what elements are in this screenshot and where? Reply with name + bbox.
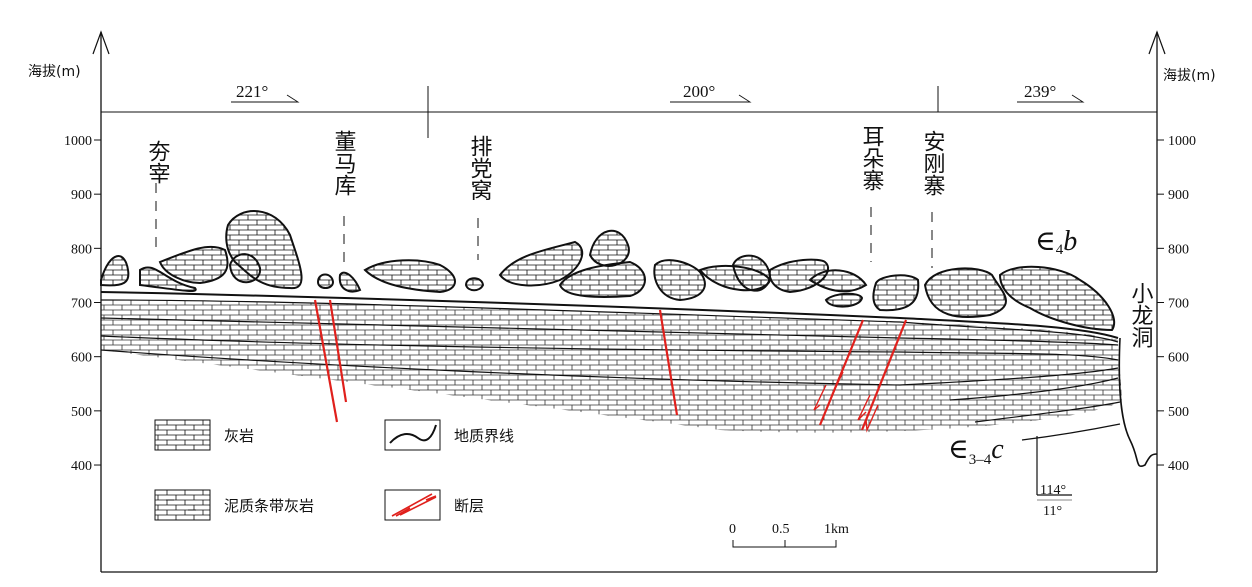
place-hangzai: 夯宰 xyxy=(145,140,171,184)
bearing-3: 239° xyxy=(1024,82,1056,101)
left-tick-label-1000: 1000 xyxy=(64,134,92,149)
place-erduozhai: 耳朵寨 xyxy=(859,125,885,191)
place-xiaolongdong: 小龙洞 xyxy=(1128,282,1154,348)
limestone-strata xyxy=(100,291,1158,501)
legend-limestone-label: 灰岩 xyxy=(224,427,254,445)
place-labels: 夯宰 董马库 排党窝 耳朵寨 安刚寨 小龙洞 xyxy=(145,125,1154,348)
right-tick-label-500: 500 xyxy=(1168,405,1189,420)
left-axis-label: 海拔(m) xyxy=(28,64,81,80)
karst-residual-peaks xyxy=(100,210,1116,332)
left-tick-label-700: 700 xyxy=(71,297,92,312)
right-tick-label-800: 800 xyxy=(1168,242,1189,257)
left-tick-label-900: 900 xyxy=(71,188,92,203)
left-tick-label-600: 600 xyxy=(71,351,92,366)
right-tick-label-700: 700 xyxy=(1168,297,1189,312)
right-axis-label: 海拔(m) xyxy=(1163,68,1216,84)
scale-label-0: 0 xyxy=(729,522,736,537)
faults xyxy=(313,299,908,433)
scale-label-half: 0.5 xyxy=(772,522,790,537)
legend-fault-label: 断层 xyxy=(454,497,484,515)
right-tick-label-600: 600 xyxy=(1168,351,1189,366)
right-tick-label-400: 400 xyxy=(1168,459,1189,474)
legend-limestone-swatch xyxy=(154,419,211,451)
dip-angle: 11° xyxy=(1043,504,1062,519)
legend-banded-label: 泥质条带灰岩 xyxy=(224,497,314,515)
legend-boundary-label: 地质界线 xyxy=(454,427,514,445)
bearing-1: 221° xyxy=(236,82,268,101)
legend: 灰岩 泥质条带灰岩 地质界线 断层 xyxy=(154,419,514,521)
formation-lower: ∈3–4c xyxy=(948,434,1004,468)
scale-bar: 0 0.5 1km xyxy=(729,522,849,548)
left-tick-label-400: 400 xyxy=(71,459,92,474)
bearing-2: 200° xyxy=(683,82,715,101)
left-tick-label-800: 800 xyxy=(71,242,92,257)
place-dongmaku: 董马库 xyxy=(331,130,357,196)
place-angangzhai: 安刚寨 xyxy=(920,130,946,196)
place-paidangwo: 排党窝 xyxy=(467,135,493,201)
dip-direction: 114° xyxy=(1040,483,1066,498)
elevation-ticks: 1000 1000 900 900 800 800 700 700 600 600 500 500 40… xyxy=(64,134,1196,474)
place-leaders xyxy=(155,183,933,268)
formation-upper: ∈4b xyxy=(1035,226,1077,258)
right-tick-label-900: 900 xyxy=(1168,188,1189,203)
right-tick-label-1000: 1000 xyxy=(1168,134,1196,149)
legend-fault-swatch xyxy=(384,489,441,521)
legend-banded-swatch xyxy=(154,489,211,521)
left-tick-label-500: 500 xyxy=(71,405,92,420)
scale-label-1km: 1km xyxy=(824,522,849,537)
frame xyxy=(92,30,1166,573)
bearings xyxy=(231,94,1085,103)
legend-boundary-swatch xyxy=(384,419,441,451)
